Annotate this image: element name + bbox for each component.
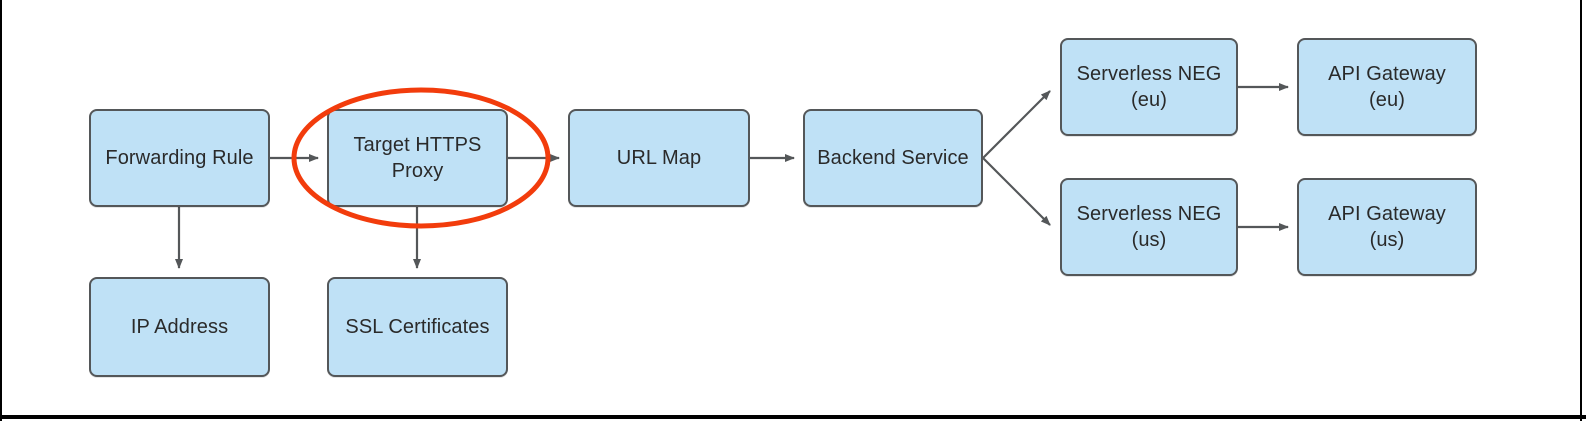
frame-border-right <box>1580 0 1582 421</box>
edge-backend-service-to-serverless-neg-us <box>982 157 1051 226</box>
node-target-https-proxy[interactable]: Target HTTPS Proxy <box>327 109 508 207</box>
frame-border-bottom <box>0 415 1586 419</box>
node-url-map[interactable]: URL Map <box>568 109 750 207</box>
node-ssl-certificates[interactable]: SSL Certificates <box>327 277 508 377</box>
node-backend-service[interactable]: Backend Service <box>803 109 983 207</box>
node-forwarding-rule[interactable]: Forwarding Rule <box>89 109 270 207</box>
node-serverless-neg-eu[interactable]: Serverless NEG (eu) <box>1060 38 1238 136</box>
frame-border-left <box>0 0 2 421</box>
node-ip-address[interactable]: IP Address <box>89 277 270 377</box>
edge-backend-service-to-serverless-neg-eu <box>982 90 1051 159</box>
node-serverless-neg-us[interactable]: Serverless NEG (us) <box>1060 178 1238 276</box>
node-api-gateway-eu[interactable]: API Gateway (eu) <box>1297 38 1477 136</box>
node-api-gateway-us[interactable]: API Gateway (us) <box>1297 178 1477 276</box>
